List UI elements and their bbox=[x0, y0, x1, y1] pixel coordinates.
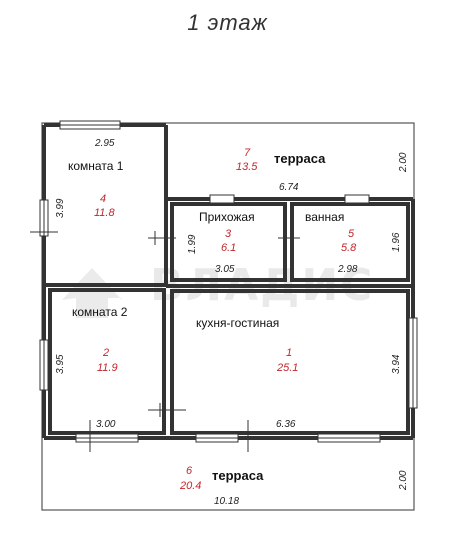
terrace-top-name: терраса bbox=[274, 151, 326, 166]
bath-name: ванная bbox=[305, 210, 344, 224]
dim-hall-width: 3.05 bbox=[215, 264, 235, 275]
dim-room2-width: 3.00 bbox=[96, 419, 116, 430]
dim-room2-height: 3.95 bbox=[55, 354, 66, 374]
kitchen-name: кухня-гостиная bbox=[196, 316, 279, 330]
room2-number: 2 bbox=[102, 347, 109, 359]
terrace-top-area: 13.5 bbox=[236, 161, 258, 173]
dim-kitchen-height: 3.94 bbox=[391, 354, 402, 374]
dim-hall-height: 1.99 bbox=[187, 234, 198, 254]
dim-room1-height: 3.99 bbox=[55, 198, 66, 218]
dim-terrace-bottom-depth: 2.00 bbox=[398, 470, 409, 491]
dim-bath-width: 2.98 bbox=[337, 264, 358, 275]
room2-name: комната 2 bbox=[72, 305, 128, 319]
room1-area: 11.8 bbox=[94, 207, 115, 219]
floor-title: 1 этаж bbox=[187, 10, 268, 35]
terrace-top-number: 7 bbox=[244, 147, 251, 159]
room1-number: 4 bbox=[100, 193, 106, 205]
hall-number: 3 bbox=[225, 228, 232, 240]
dim-terrace-top-width: 6.74 bbox=[279, 182, 299, 193]
terrace-bottom-number: 6 bbox=[186, 465, 193, 477]
kitchen-area: 25.1 bbox=[276, 362, 298, 374]
dim-terrace-top-depth: 2.00 bbox=[398, 152, 409, 173]
dim-room1-width: 2.95 bbox=[94, 138, 115, 149]
kitchen-number: 1 bbox=[286, 347, 292, 359]
terrace-bottom-name: терраса bbox=[212, 468, 264, 483]
hall-name: Прихожая bbox=[199, 210, 255, 224]
bath-number: 5 bbox=[348, 228, 355, 240]
dim-bath-height: 1.96 bbox=[391, 232, 402, 252]
hall-area: 6.1 bbox=[221, 242, 236, 254]
doors bbox=[30, 231, 300, 452]
dim-kitchen-width: 6.36 bbox=[276, 419, 296, 430]
terrace-bottom-area: 20.4 bbox=[179, 480, 201, 492]
dim-overall-width: 10.18 bbox=[214, 496, 239, 507]
room2-area: 11.9 bbox=[97, 362, 118, 374]
room1-name: комната 1 bbox=[68, 159, 124, 173]
bath-area: 5.8 bbox=[341, 242, 357, 254]
windows bbox=[39, 120, 418, 443]
